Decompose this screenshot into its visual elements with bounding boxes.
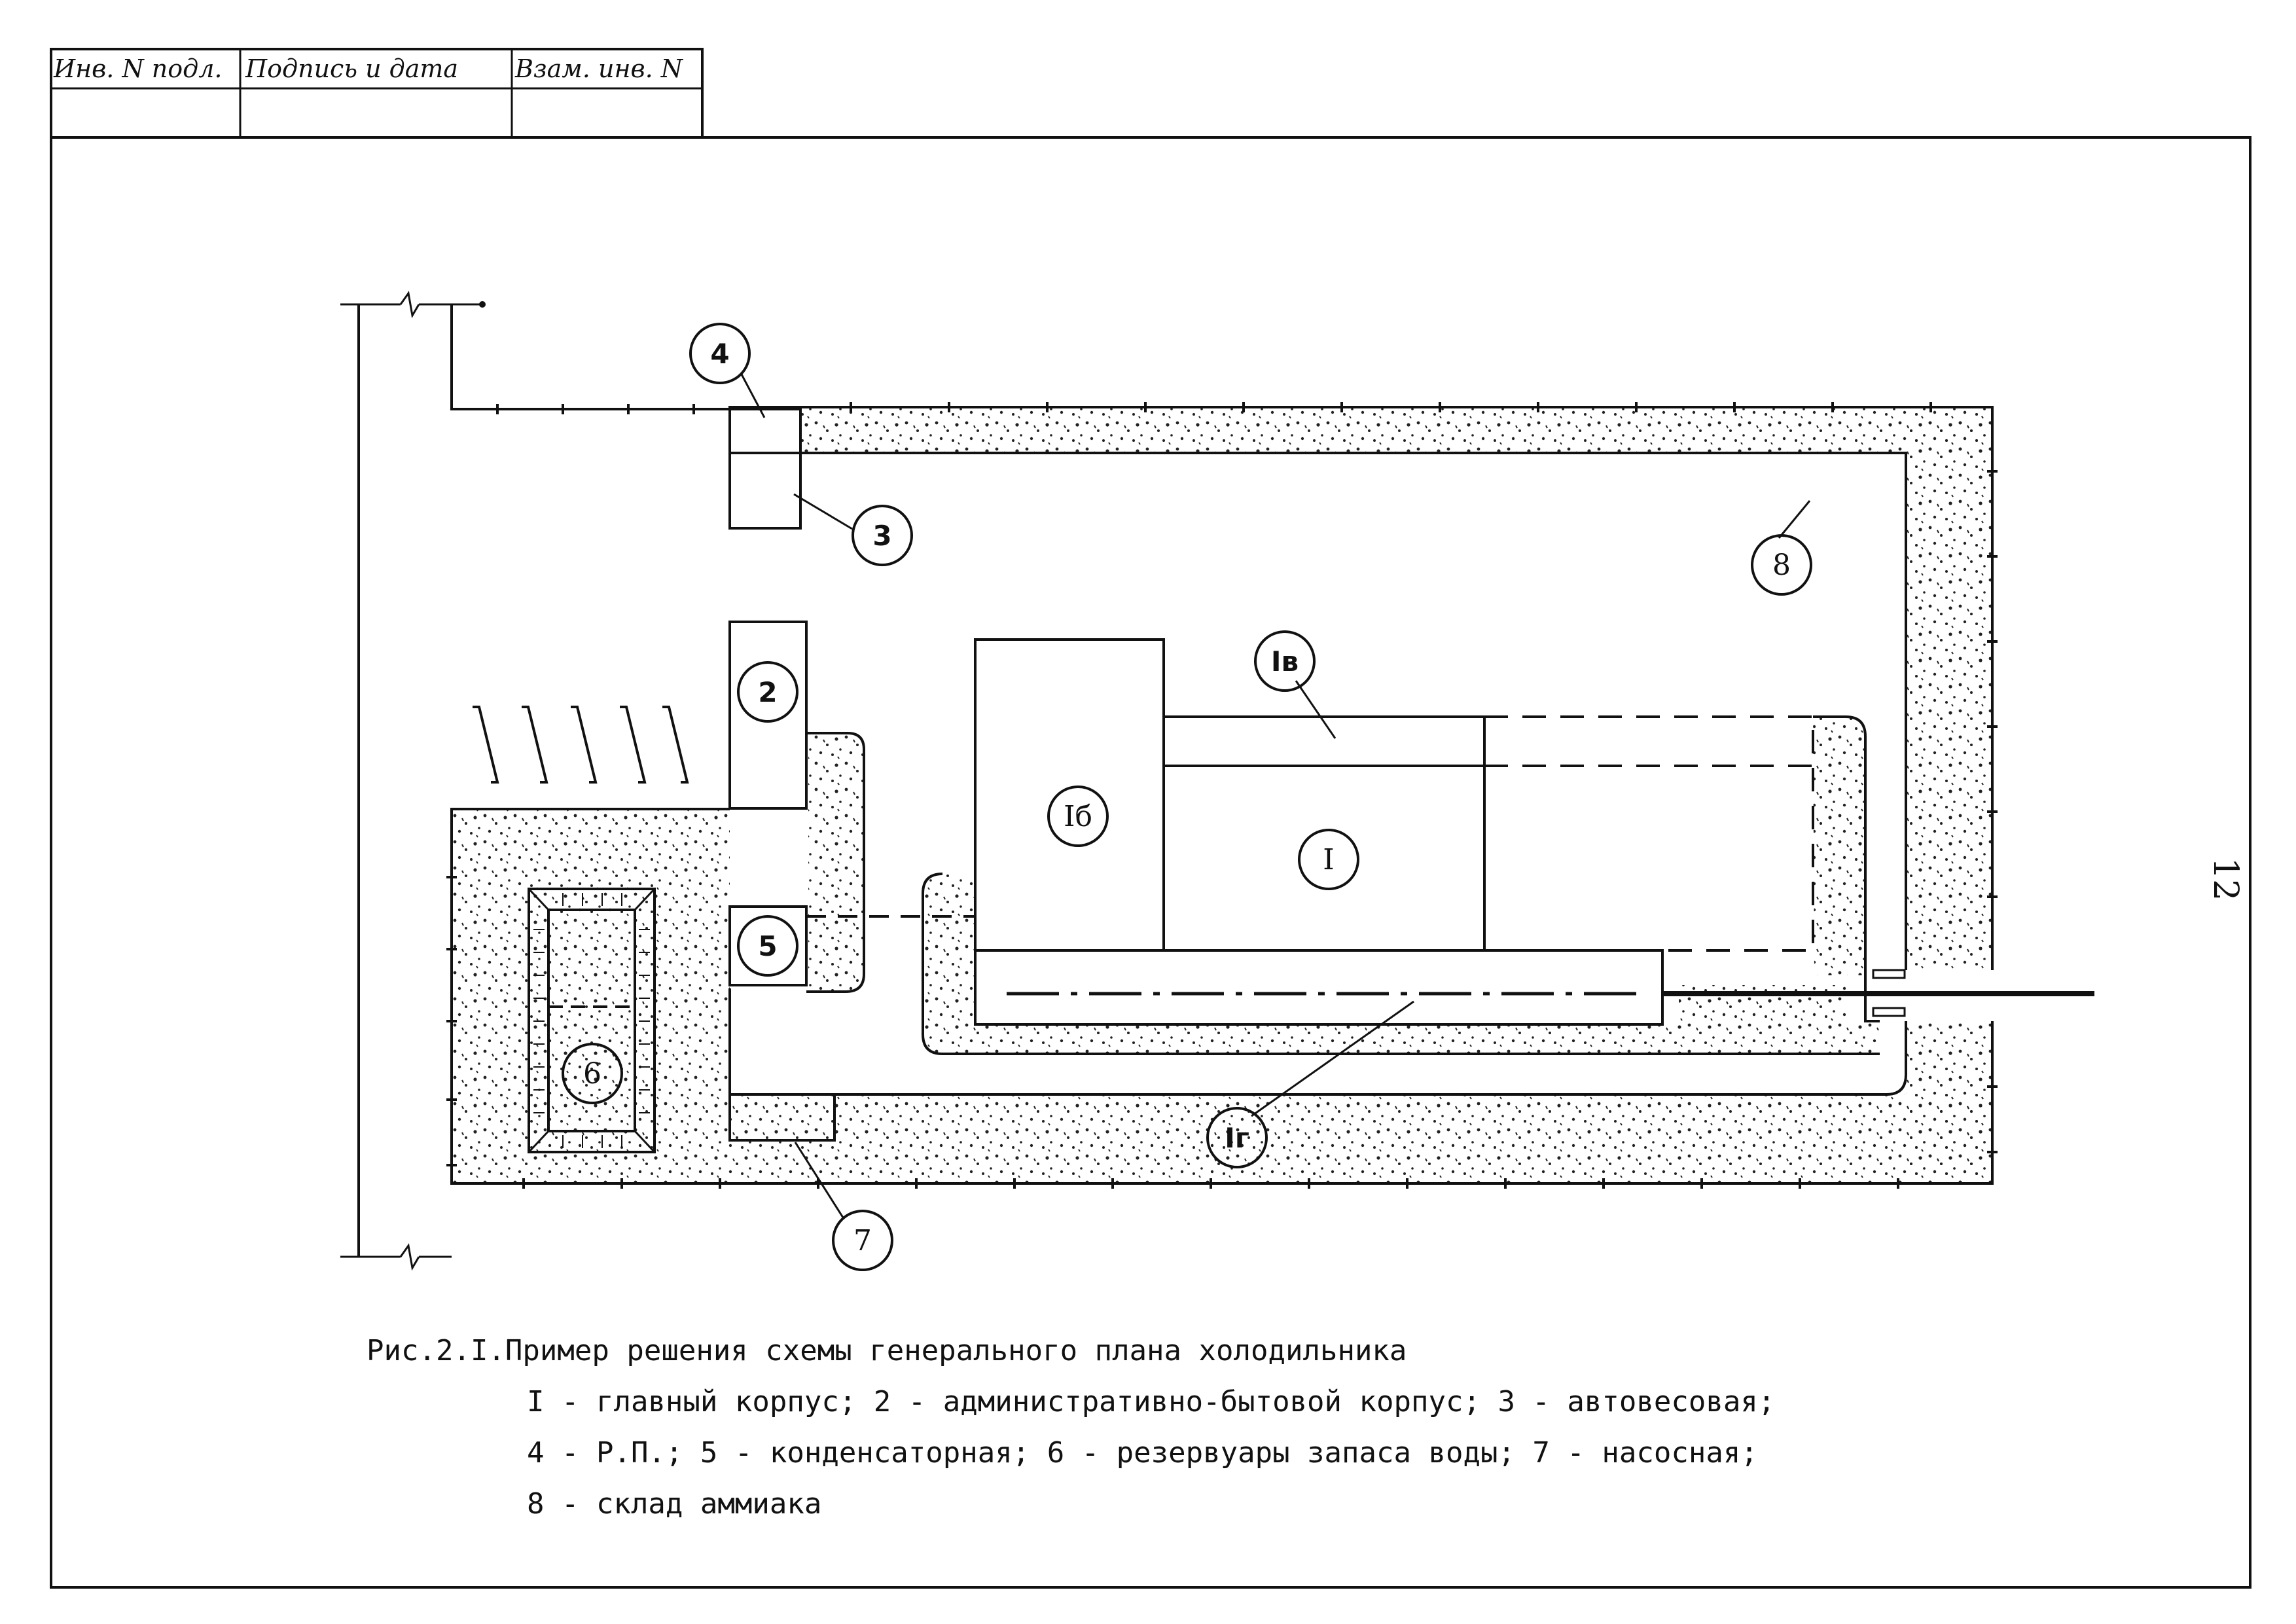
label-1b: Iб [1064, 800, 1092, 833]
callout-4 [689, 323, 751, 384]
callout-1v [1254, 630, 1316, 692]
building-5-condenser [728, 905, 808, 986]
building-1b [974, 638, 1165, 952]
label-1g: Iг [1225, 1122, 1249, 1154]
callout-2 [737, 661, 798, 723]
caption-line-2: 4 - Р.П.; 5 - конденсаторная; 6 - резерв… [527, 1436, 1758, 1470]
building-1g [974, 949, 1664, 1026]
label-1v: Iв [1271, 645, 1299, 677]
callout-3 [852, 505, 913, 566]
greenery-zones [452, 407, 1993, 1183]
building-6-water-reservoirs [528, 888, 656, 1153]
building-7-pump-house [728, 1093, 836, 1142]
label-6: 6 [583, 1057, 601, 1091]
building-2-admin [728, 621, 808, 810]
title-block-repl: Взам. инв. N [514, 54, 684, 83]
page-number: 12 [2206, 857, 2245, 901]
parking-stalls [473, 706, 689, 784]
title-block-sign: Подпись и дата [245, 54, 458, 83]
main-building-complex [922, 638, 2094, 1055]
building-1v [1162, 715, 1486, 767]
title-block-inv: Инв. N подл. [53, 54, 222, 83]
label-2: 2 [758, 676, 777, 708]
sheet-frame [50, 136, 2251, 1589]
label-4: 4 [710, 338, 729, 370]
caption-line-3: 8 - склад аммиака [527, 1487, 822, 1521]
building-4-rp [728, 406, 802, 454]
building-3-weighbridge [728, 452, 802, 530]
callout-8 [1751, 534, 1812, 596]
label-7: 7 [853, 1224, 872, 1257]
callout-7 [832, 1210, 893, 1271]
callout-1g [1206, 1107, 1268, 1168]
label-5: 5 [758, 930, 777, 962]
callout-1 [1298, 829, 1359, 890]
label-1: I [1323, 843, 1334, 876]
access-road [340, 291, 486, 1271]
callout-1b [1047, 785, 1109, 847]
caption-line-1: I - главный корпус; 2 - административно-… [527, 1385, 1776, 1418]
title-block: Инв. N подл. Подпись и дата Взам. инв. N [50, 48, 704, 139]
callout-5 [737, 915, 798, 977]
label-8: 8 [1772, 549, 1791, 582]
figure-caption: Рис.2.I.Пример решения схемы генеральног… [367, 1326, 2003, 1530]
callout-6 [562, 1043, 623, 1104]
label-3: 3 [872, 520, 891, 552]
internal-road [728, 452, 1907, 1096]
caption-title: Рис.2.I.Пример решения схемы генеральног… [367, 1334, 1407, 1367]
